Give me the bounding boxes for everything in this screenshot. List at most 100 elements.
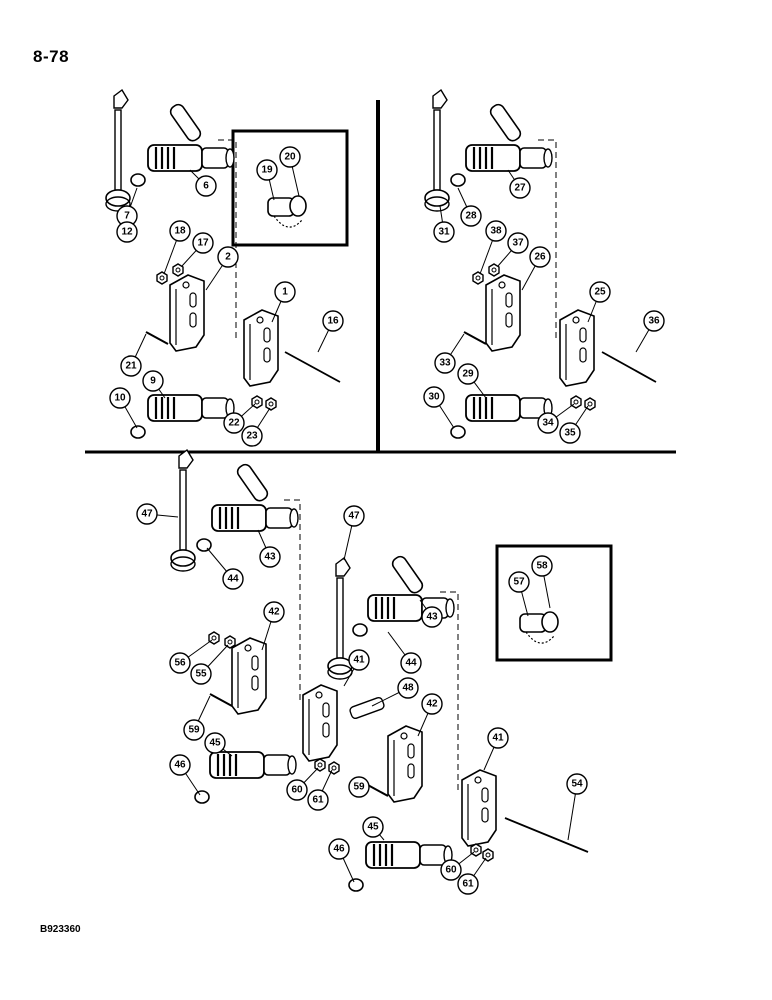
svg-text:38: 38: [490, 226, 502, 237]
callout-29: 29: [457, 363, 479, 385]
svg-text:1: 1: [282, 287, 288, 298]
svg-text:2: 2: [225, 252, 231, 263]
svg-text:28: 28: [465, 211, 477, 222]
callout-47: 47: [136, 503, 158, 525]
callout-45: 45: [362, 816, 384, 838]
svg-text:45: 45: [209, 738, 221, 749]
svg-text:12: 12: [121, 227, 133, 238]
svg-text:36: 36: [648, 316, 660, 327]
callout-19: 19: [256, 159, 278, 181]
callout-43: 43: [421, 606, 443, 628]
callout-41: 41: [487, 727, 509, 749]
svg-text:30: 30: [428, 392, 440, 403]
callout-20: 20: [279, 146, 301, 168]
svg-text:33: 33: [439, 358, 451, 369]
svg-text:44: 44: [405, 658, 417, 669]
callout-23: 23: [241, 425, 263, 447]
callout-21: 21: [120, 355, 142, 377]
svg-text:58: 58: [536, 561, 548, 572]
callout-44: 44: [400, 652, 422, 674]
svg-text:31: 31: [438, 227, 450, 238]
svg-text:20: 20: [284, 152, 296, 163]
callout-10: 10: [109, 387, 131, 409]
callouts-top-left: 1 2 6 7 9 10 12 16 17 18 21 22 23: [109, 175, 344, 447]
svg-text:26: 26: [534, 252, 546, 263]
callout-61: 61: [457, 873, 479, 895]
callout-48: 48: [397, 677, 419, 699]
callout-45: 45: [204, 732, 226, 754]
callout-56: 56: [169, 652, 191, 674]
callout-43: 43: [259, 546, 281, 568]
callout-46: 46: [169, 754, 191, 776]
svg-text:47: 47: [348, 511, 360, 522]
svg-text:23: 23: [246, 431, 258, 442]
svg-text:6: 6: [203, 181, 209, 192]
callout-44: 44: [222, 568, 244, 590]
callout-6: 6: [195, 175, 217, 197]
svg-text:61: 61: [462, 879, 474, 890]
svg-text:45: 45: [367, 822, 379, 833]
callout-37: 37: [507, 232, 529, 254]
callout-30: 30: [423, 386, 445, 408]
svg-text:9: 9: [150, 376, 156, 387]
svg-text:60: 60: [445, 865, 457, 876]
svg-text:27: 27: [514, 183, 526, 194]
callout-18: 18: [169, 220, 191, 242]
callout-34: 34: [537, 412, 559, 434]
svg-text:61: 61: [312, 795, 324, 806]
callout-22: 22: [223, 412, 245, 434]
callout-55: 55: [190, 663, 212, 685]
svg-text:59: 59: [353, 782, 365, 793]
callout-26: 26: [529, 246, 551, 268]
svg-text:35: 35: [564, 428, 576, 439]
callouts-inset-top: 19 20: [256, 146, 301, 181]
assembly-top-left: [105, 89, 341, 439]
callout-60: 60: [286, 779, 308, 801]
callout-31: 31: [433, 221, 455, 243]
figure-code: B923360: [40, 924, 81, 935]
callout-47: 47: [343, 505, 365, 527]
svg-text:19: 19: [261, 165, 273, 176]
callout-54: 54: [566, 773, 588, 795]
svg-text:47: 47: [141, 509, 153, 520]
callout-41: 41: [348, 649, 370, 671]
svg-text:46: 46: [174, 760, 186, 771]
callout-28: 28: [460, 205, 482, 227]
callout-59: 59: [183, 719, 205, 741]
svg-text:7: 7: [124, 211, 130, 222]
callout-42: 42: [263, 601, 285, 623]
svg-text:22: 22: [228, 418, 240, 429]
svg-text:48: 48: [402, 683, 414, 694]
inset-box-bottom: [495, 544, 613, 662]
callout-46: 46: [328, 838, 350, 860]
svg-text:41: 41: [353, 655, 365, 666]
svg-text:55: 55: [195, 669, 207, 680]
svg-text:34: 34: [542, 418, 554, 429]
svg-text:18: 18: [174, 226, 186, 237]
callout-9: 9: [142, 370, 164, 392]
svg-text:10: 10: [114, 393, 126, 404]
svg-text:43: 43: [426, 612, 438, 623]
svg-text:37: 37: [512, 238, 524, 249]
callout-59: 59: [348, 776, 370, 798]
page-number: 8-78: [33, 47, 70, 66]
svg-text:43: 43: [264, 552, 276, 563]
callout-2: 2: [217, 246, 239, 268]
svg-text:29: 29: [462, 369, 474, 380]
callouts-bottom: 41 41 42 42 43 43 44 44 45 45 46 46 47 4…: [136, 503, 588, 895]
callout-35: 35: [559, 422, 581, 444]
callout-38: 38: [485, 220, 507, 242]
svg-text:56: 56: [174, 658, 186, 669]
callouts-inset-bottom: 57 58: [508, 555, 553, 593]
assembly-top-right: [424, 89, 657, 439]
callout-33: 33: [434, 352, 456, 374]
svg-text:59: 59: [188, 725, 200, 736]
callout-58: 58: [531, 555, 553, 577]
callout-25: 25: [589, 281, 611, 303]
callout-16: 16: [322, 310, 344, 332]
assembly-bottom: [170, 449, 589, 892]
callout-60: 60: [440, 859, 462, 881]
callouts-top-right: 25 26 27 28 29 30 31 33 34 35 36 37 38: [423, 177, 665, 444]
svg-text:44: 44: [227, 574, 239, 585]
